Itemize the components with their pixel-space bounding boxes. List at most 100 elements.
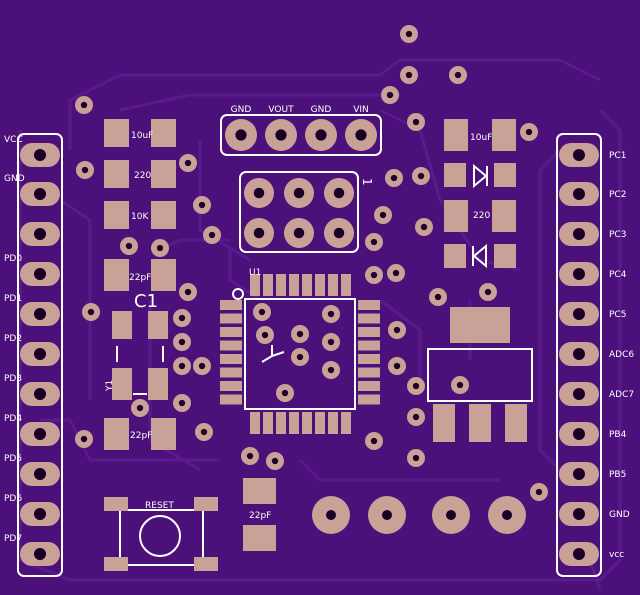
via — [388, 321, 406, 339]
reset-pad-2 — [194, 497, 218, 511]
u1-microcontroller: U1 — [220, 268, 380, 434]
left-pin-pad — [20, 222, 60, 246]
icsp-outline — [239, 171, 359, 253]
left-pin-pad — [20, 462, 60, 486]
y1-pad-b — [148, 368, 168, 400]
icsp-pin1-mark: 1 — [360, 178, 374, 186]
u1-ref-label: U1 — [249, 268, 261, 278]
u1-pad-left — [220, 367, 242, 378]
res-220-pad-a — [104, 160, 129, 188]
right-pin-label: PB5 — [609, 470, 626, 480]
right-pin-label: vcc — [609, 550, 624, 560]
power-header-pad — [265, 119, 297, 151]
via — [449, 66, 467, 84]
right-pin-label: PC2 — [609, 190, 626, 200]
icsp-pads — [244, 178, 354, 248]
u1-pin1-dot — [232, 288, 244, 300]
via — [479, 283, 497, 301]
u1-pad-right — [358, 381, 380, 391]
right-header-outline — [556, 133, 602, 577]
via — [374, 206, 392, 224]
reset-actuator[interactable] — [139, 515, 181, 557]
reset-label: RESET — [145, 501, 174, 511]
cap-22pf-b-label: 22pF — [130, 431, 152, 441]
u1-pad-left — [220, 381, 242, 391]
left-pin-label: PD1 — [4, 294, 22, 304]
regulator-pin2 — [469, 404, 491, 442]
right-pin-label: PC5 — [609, 310, 626, 320]
u1-pad-right — [358, 327, 380, 337]
u1-pad-right — [358, 313, 380, 324]
reset-pad-4 — [194, 557, 218, 571]
u1-pad-right — [358, 367, 380, 378]
u1-pad-left — [220, 340, 242, 351]
left-pin-pad — [20, 422, 60, 446]
left-smd-components — [104, 119, 276, 551]
icsp-pad — [324, 218, 354, 248]
right-smd-labels: 10uF 220 — [427, 133, 533, 402]
u1-pad-top — [328, 274, 338, 296]
regulator-outline — [427, 348, 533, 402]
via — [530, 483, 548, 501]
right-pin-pad — [559, 182, 599, 206]
via — [322, 333, 340, 351]
u1-pad-bottom — [315, 412, 325, 434]
left-pin-label: PD6 — [4, 494, 22, 504]
via — [266, 452, 284, 470]
via — [173, 309, 191, 327]
u1-pad-right — [358, 300, 380, 310]
icsp-pad — [244, 218, 274, 248]
via — [381, 86, 399, 104]
left-pin-pad — [20, 143, 60, 167]
u1-pad-left — [220, 313, 242, 324]
reset-button[interactable]: RESET — [104, 497, 218, 571]
via — [82, 303, 100, 321]
regulator-tab-pad — [450, 307, 510, 343]
cap-10uf-label: 10uF — [131, 131, 153, 141]
left-pin-pad — [20, 262, 60, 286]
right-pin-pad — [559, 542, 599, 566]
u1-pad-left — [220, 354, 242, 364]
via — [400, 66, 418, 84]
bottom-large-pad-holes — [326, 510, 512, 520]
power-header-pad — [305, 119, 337, 151]
led2-pad-b — [494, 244, 516, 268]
vias — [75, 25, 548, 501]
via — [407, 377, 425, 395]
power-header-label: GND — [311, 105, 332, 115]
icsp-pad — [284, 178, 314, 208]
via — [322, 305, 340, 323]
u1-pad-top — [289, 274, 299, 296]
icsp-pad — [324, 178, 354, 208]
regulator-pin1 — [433, 404, 455, 442]
cap-22pf-c-pad-b — [243, 525, 276, 551]
right-pin-pad — [559, 143, 599, 167]
regulator-pin3 — [505, 404, 527, 442]
via — [429, 288, 447, 306]
cap-22pf-c-pad-a — [243, 478, 276, 504]
u1-pads — [220, 274, 380, 434]
via — [407, 408, 425, 426]
power-header-label: VIN — [353, 105, 369, 115]
c1-pad-a — [112, 311, 132, 339]
via — [385, 169, 403, 187]
u1-pad-top — [341, 274, 351, 296]
right-pin-pad — [559, 222, 599, 246]
y1-pad-a — [112, 368, 132, 400]
left-pin-pad — [20, 382, 60, 406]
power-header-pads — [225, 119, 377, 151]
res-220-r-pad-b — [492, 200, 516, 232]
right-pin-label: PB4 — [609, 430, 627, 440]
via — [173, 333, 191, 351]
right-pin-label: GND — [609, 510, 630, 520]
via — [276, 384, 294, 402]
via — [193, 357, 211, 375]
via — [241, 447, 259, 465]
y1-ref-label: Y1 — [105, 380, 115, 392]
u1-pad-top — [302, 274, 312, 296]
right-pin-label: PC1 — [609, 151, 626, 161]
res-10k-pad-b — [151, 201, 176, 229]
